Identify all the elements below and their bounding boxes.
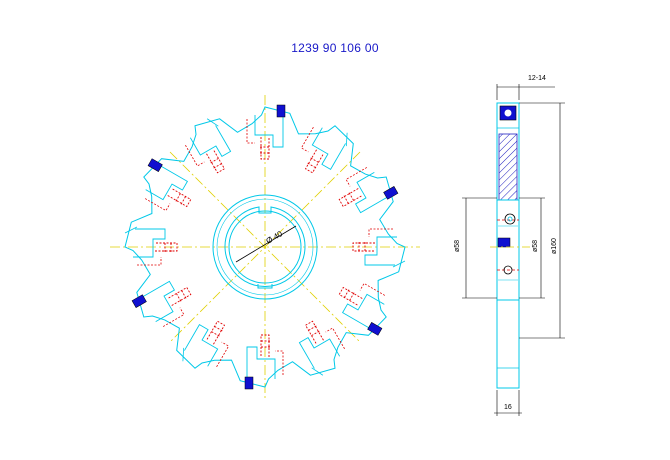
carbide-insert: [383, 186, 399, 200]
tooth-pocket: [352, 228, 406, 268]
dim-thickness-top: [496, 84, 555, 100]
tooth-pocket: [298, 320, 345, 376]
cutter-front-view: Ø 40: [110, 95, 420, 400]
tooth-pocket: [244, 334, 284, 390]
carbide-insert: [367, 322, 383, 336]
centerlines: [110, 95, 420, 400]
tooth-pocket: [185, 118, 232, 174]
dim-outer-diameter: [519, 102, 565, 339]
side-screw-lower: [503, 265, 513, 275]
tooth-pocket: [246, 104, 286, 160]
bore-keyway: [224, 206, 306, 288]
side-hatch-section: [498, 133, 518, 201]
tooth-pocket: [124, 226, 178, 266]
hub-circle-inner: [216, 198, 314, 296]
hub-circle: [212, 194, 318, 300]
cutter-outer-profile: [124, 106, 406, 388]
bore-dimension-label: Ø 40: [265, 229, 285, 246]
bore-keyway-bottom: [257, 284, 273, 289]
carbide-insert: [131, 294, 147, 308]
tooth-pocket: [131, 280, 192, 327]
carbide-insert: [244, 376, 254, 390]
carbide-insert: [147, 158, 163, 172]
dim-inner-right: [519, 197, 545, 299]
bore-circle: [228, 210, 302, 284]
tooth-pockets: [124, 104, 406, 390]
tooth-pocket: [338, 282, 386, 336]
dim-inner-right-label: ø58: [532, 240, 539, 252]
tooth-pocket: [300, 126, 348, 174]
dim-width-bottom: [494, 390, 522, 416]
part-number: 1239 90 106 00: [291, 41, 379, 55]
dim-thickness-top-label: 12-14: [528, 75, 546, 82]
dim-outer-diameter-label: ø160: [551, 238, 558, 254]
dim-width-bottom-label: 16: [504, 404, 512, 411]
side-mid-insert: [497, 237, 511, 248]
tooth-pocket: [182, 320, 230, 368]
bore-dimension-line: [235, 225, 297, 263]
tooth-pocket: [144, 158, 192, 212]
tooth-pocket: [338, 167, 399, 214]
carbide-insert: [276, 104, 286, 118]
cutter-side-view: 12-14 ø58 ø58 ø160: [454, 75, 565, 416]
dim-inner-left-label: ø58: [454, 240, 461, 252]
side-hub: [496, 199, 520, 301]
side-screw-upper: [504, 213, 516, 225]
dim-inner-left: [462, 197, 497, 299]
